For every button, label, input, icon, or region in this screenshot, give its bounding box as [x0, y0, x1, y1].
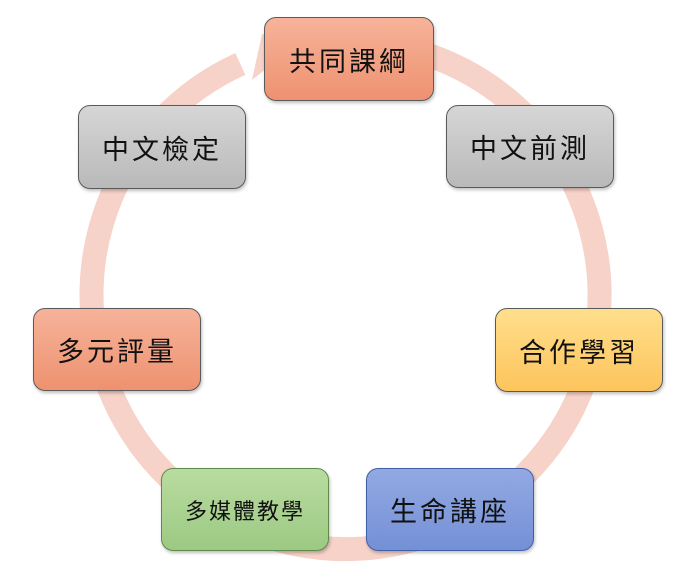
- node-assessment: 多元評量: [33, 308, 201, 391]
- node-cooperative: 合作學習: [495, 308, 663, 392]
- node-life-lecture: 生命講座: [366, 468, 534, 551]
- node-multimedia: 多媒體教學: [161, 468, 329, 551]
- node-life-lecture-label: 生命講座: [390, 497, 510, 528]
- node-proficiency: 中文檢定: [78, 105, 246, 189]
- node-curriculum-label: 共同課綱: [289, 46, 409, 78]
- node-multimedia-label: 多媒體教學: [184, 499, 305, 525]
- node-pretest: 中文前測: [446, 105, 614, 188]
- node-proficiency-label: 中文檢定: [102, 134, 222, 166]
- node-curriculum: 共同課綱: [264, 17, 434, 101]
- node-cooperative-label: 合作學習: [519, 337, 639, 369]
- node-assessment-label: 多元評量: [57, 337, 177, 368]
- node-pretest-label: 中文前測: [470, 134, 590, 165]
